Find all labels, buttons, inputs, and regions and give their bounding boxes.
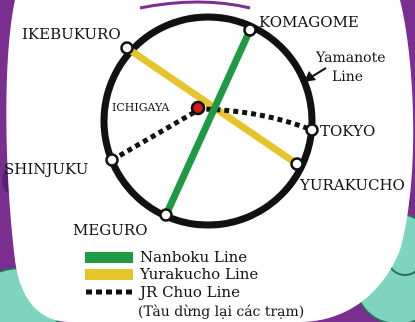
station-markers (105, 23, 319, 222)
legend-swatch-yurakucho (85, 269, 133, 280)
legend-label-yurakucho: Yurakucho Line (139, 265, 258, 283)
chuo-line-route (110, 106, 313, 163)
station-label-tokyo: TOKYO (320, 122, 375, 140)
station-yurakucho-marker (290, 157, 304, 171)
station-ichigaya-interchange-marker (190, 100, 206, 116)
station-label-yurakucho: YURAKUCHO (299, 176, 405, 194)
station-meguro-marker (159, 208, 173, 222)
callout-yamanote-line2: Line (332, 69, 363, 85)
legend-label-chuo: JR Chuo Line (138, 283, 240, 301)
station-label-meguro: MEGURO (73, 221, 148, 239)
station-komagome-marker (243, 23, 257, 37)
station-tokyo-marker (305, 123, 319, 137)
station-label-komagome: KOMAGOME (259, 13, 359, 31)
station-label-ichigaya: ICHIGAYA (112, 101, 170, 114)
callout-arrow-icon (304, 71, 316, 82)
station-ikebukuro-marker (120, 41, 134, 55)
station-label-ikebukuro: IKEBUKURO (22, 25, 121, 43)
panel-top-notch (139, 0, 251, 10)
station-shinjuku-marker (105, 153, 119, 167)
legend-label-nanboku: Nanboku Line (140, 248, 247, 266)
callout-yamanote-line1: Yamanote (315, 50, 385, 66)
legend: Nanboku Line Yurakucho Line JR Chuo Line… (85, 248, 304, 320)
nanboku-line-route (162, 28, 254, 217)
legend-swatch-nanboku (85, 252, 133, 263)
legend-note: (Tàu dừng lại các trạm) (138, 303, 304, 320)
station-label-shinjuku: SHINJUKU (4, 160, 88, 178)
yamanote-line-loop (100, 13, 316, 229)
